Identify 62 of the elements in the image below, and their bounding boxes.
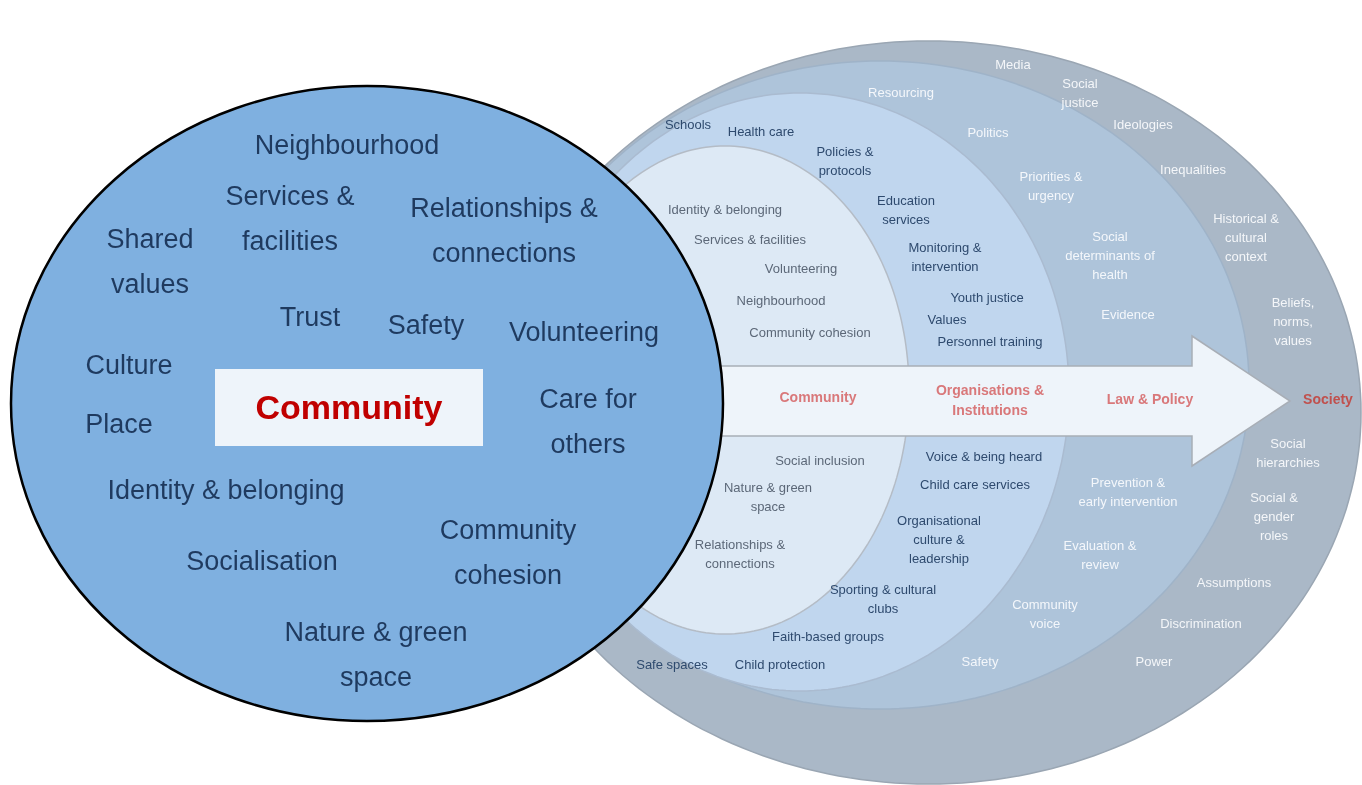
- factor-label: Identity & belonging: [106, 473, 346, 507]
- factor-label: Historical & cultural context: [1212, 209, 1280, 266]
- factor-label: Volunteering: [763, 259, 839, 278]
- factor-label: Services & facilities: [693, 230, 807, 249]
- factor-label: Safe spaces: [635, 655, 709, 674]
- factor-label: Youth justice: [949, 288, 1025, 307]
- ring-heading: Law & Policy: [1105, 389, 1195, 409]
- factor-label: Social inclusion: [774, 451, 866, 470]
- factor-label: Voice & being heard: [924, 447, 1044, 466]
- factor-label: Care for others: [538, 383, 638, 461]
- factor-label: Social & gender roles: [1249, 488, 1299, 545]
- ring-heading: Organisations & Institutions: [934, 380, 1046, 420]
- factor-label: Nature & green space: [283, 616, 469, 694]
- factor-label: Place: [84, 407, 154, 441]
- factor-label: Evaluation & review: [1062, 537, 1138, 574]
- factor-label: Identity & belonging: [666, 200, 784, 219]
- factor-label: Organisational culture & leadership: [896, 511, 982, 568]
- factor-label: Priorities & urgency: [1018, 168, 1084, 205]
- factor-label: Relationships & connections: [409, 192, 599, 270]
- factor-label: Health care: [726, 122, 796, 141]
- factor-label: Social justice: [1060, 75, 1100, 112]
- factor-label: Inequalities: [1159, 160, 1227, 179]
- factor-label: Volunteering: [507, 315, 661, 349]
- factor-label: Discrimination: [1159, 614, 1243, 633]
- factor-label: Socialisation: [185, 544, 339, 578]
- factor-label: Neighbourhood: [735, 291, 827, 310]
- factor-label: Politics: [966, 123, 1010, 142]
- factor-label: Social hierarchies: [1255, 435, 1321, 472]
- factor-label: Sporting & cultural clubs: [828, 581, 938, 618]
- factor-label: Child protection: [733, 655, 827, 674]
- factor-label: Assumptions: [1195, 573, 1273, 592]
- factor-label: Relationships & connections: [693, 536, 787, 573]
- factor-label: Community cohesion: [748, 323, 872, 342]
- factor-label: Schools: [663, 115, 713, 134]
- factor-label: Shared values: [105, 223, 195, 301]
- factor-label: Monitoring & intervention: [907, 239, 983, 276]
- factor-label: Neighbourhood: [253, 128, 441, 162]
- factor-label: Resourcing: [867, 83, 935, 102]
- factor-label: Media: [994, 55, 1032, 74]
- factor-label: Personnel training: [936, 332, 1044, 351]
- factor-label: Nature & green space: [722, 479, 814, 516]
- factor-label: Community voice: [1011, 596, 1079, 633]
- factor-label: Child care services: [919, 475, 1031, 494]
- factor-label: Values: [926, 310, 968, 329]
- factor-label: Education services: [876, 192, 936, 229]
- factor-label: Culture: [84, 348, 174, 382]
- factor-label: Policies & protocols: [815, 143, 875, 180]
- factor-label: Power: [1134, 652, 1174, 671]
- title-banner: Community: [215, 369, 483, 446]
- factor-label: Safety: [960, 652, 1000, 671]
- factor-label: Evidence: [1100, 305, 1156, 324]
- factor-label: Faith-based groups: [771, 627, 885, 646]
- factor-label: Safety: [386, 308, 466, 342]
- factor-label: Services & facilities: [224, 180, 356, 258]
- factor-label: Social determinants of health: [1064, 227, 1156, 284]
- factor-label: Prevention & early intervention: [1078, 474, 1178, 511]
- ring-heading: Community: [778, 387, 858, 407]
- factor-label: Trust: [278, 300, 342, 334]
- factor-label: Community cohesion: [438, 514, 578, 592]
- factor-label: Ideologies: [1112, 115, 1174, 134]
- ring-heading: Society: [1302, 389, 1354, 409]
- factor-label: Beliefs, norms, values: [1270, 293, 1316, 350]
